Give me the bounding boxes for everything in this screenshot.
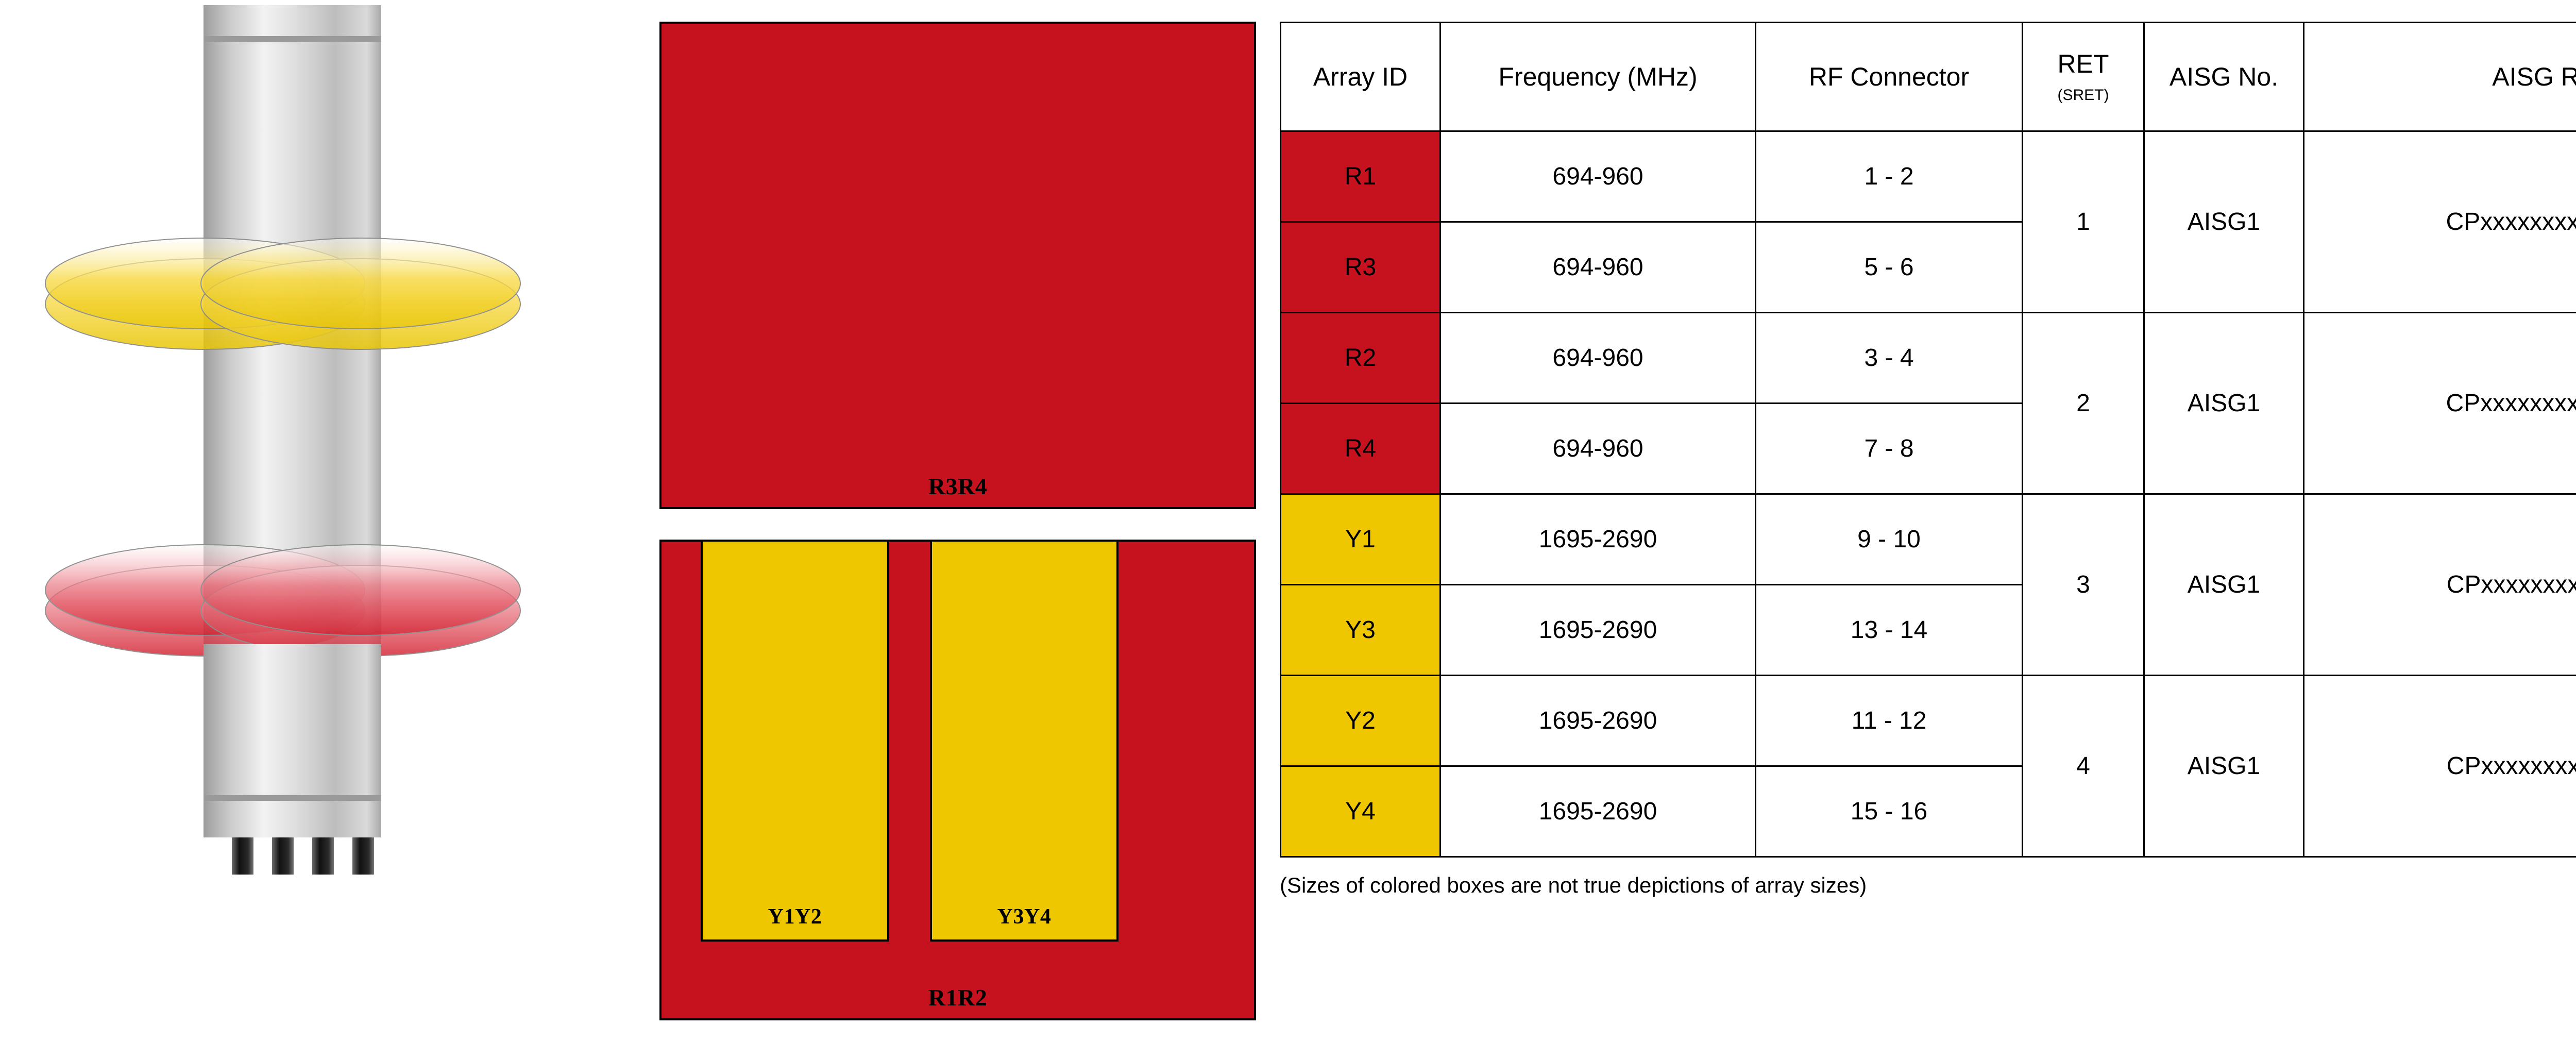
cell-array-id: R4 [1280,402,1441,495]
cell-aisg-ret-uid: CPxxxxxxxxxxxxxxxxR1 [2303,130,2576,313]
array-spec-table-container: Array ID Frequency (MHz) RF Connector RE… [1280,22,2576,858]
cell-frequency: 1695-2690 [1439,493,1756,585]
lower-coverage-lobes [45,544,521,657]
array-box-y1y2-label: Y1Y2 [768,905,822,929]
col-header-aisg-no: AISG No. [2143,22,2304,132]
array-box-y1y2: Y1Y2 [701,540,889,942]
cell-rf-connector: 11 - 12 [1755,675,2023,767]
cell-array-id: R3 [1280,221,1441,313]
cell-aisg-no: AISG1 [2143,130,2304,313]
array-box-y3y4: Y3Y4 [930,540,1118,942]
array-box-r3r4: R3R4 [659,22,1256,509]
cell-aisg-no: AISG1 [2143,675,2304,858]
rf-connector-ports [232,837,374,875]
array-box-r3r4-label: R3R4 [928,473,988,499]
array-box-y3y4-label: Y3Y4 [997,905,1052,929]
cell-rf-connector: 15 - 16 [1755,765,2023,858]
table-row: R1 694-960 1 - 2 1 AISG1 CPxxxxxxxxxxxxx… [1280,130,2576,313]
array-box-r1r2-label: R1R2 [928,984,988,1011]
table-row: Y4 1695-2690 15 - 16 [1280,765,2576,858]
upper-coverage-lobes [45,238,521,350]
cell-array-id: Y1 [1280,493,1441,585]
col-header-array-id: Array ID [1280,22,1441,132]
cell-array-id: Y4 [1280,765,1441,858]
cell-frequency: 694-960 [1439,312,1756,404]
cell-rf-connector: 1 - 2 [1755,130,2023,223]
cell-array-id: R1 [1280,130,1441,223]
cell-frequency: 1695-2690 [1439,584,1756,676]
col-header-frequency: Frequency (MHz) [1439,22,1756,132]
cell-frequency: 694-960 [1439,130,1756,223]
cell-rf-connector: 13 - 14 [1755,584,2023,676]
table-row: R2 694-960 3 - 4 2 AISG1 CPxxxxxxxxxxxxx… [1280,312,2576,495]
table-row: Y2 1695-2690 11 - 12 4 AISG1 CPxxxxxxxxx… [1280,675,2576,858]
col-header-ret-main: RET [2057,49,2109,78]
cell-frequency: 1695-2690 [1439,765,1756,858]
cell-aisg-no: AISG1 [2143,312,2304,495]
cell-array-id: Y3 [1280,584,1441,676]
cell-aisg-ret-uid: CPxxxxxxxxxxxxxxxxY1 [2303,493,2576,676]
cell-array-id: Y2 [1280,675,1441,767]
cell-rf-connector: 7 - 8 [1755,402,2023,495]
table-row: Y1 1695-2690 9 - 10 3 AISG1 CPxxxxxxxxxx… [1280,493,2576,676]
table-row: Y3 1695-2690 13 - 14 [1280,584,2576,676]
cell-aisg-ret-uid: CPxxxxxxxxxxxxxxxxR2 [2303,312,2576,495]
cell-ret: 4 [2022,675,2145,858]
col-header-rf-connector: RF Connector [1755,22,2023,132]
cell-ret: 3 [2022,493,2145,676]
antenna-tower-coverage-illustration [0,0,644,1041]
array-spec-table: Array ID Frequency (MHz) RF Connector RE… [1280,22,2576,858]
table-row: R4 694-960 7 - 8 [1280,402,2576,495]
col-header-ret-sub: (SRET) [2057,86,2109,104]
cell-array-id: R2 [1280,312,1441,404]
cell-rf-connector: 3 - 4 [1755,312,2023,404]
cell-aisg-no: AISG1 [2143,493,2304,676]
table-row: R3 694-960 5 - 6 [1280,221,2576,313]
cell-frequency: 694-960 [1439,221,1756,313]
cell-rf-connector: 5 - 6 [1755,221,2023,313]
table-header-row: Array ID Frequency (MHz) RF Connector RE… [1280,22,2576,132]
cell-frequency: 1695-2690 [1439,675,1756,767]
cell-rf-connector: 9 - 10 [1755,493,2023,585]
cell-ret: 2 [2022,312,2145,495]
table-footnote: (Sizes of colored boxes are not true dep… [1280,873,1867,897]
cell-ret: 1 [2022,130,2145,313]
cell-aisg-ret-uid: CPxxxxxxxxxxxxxxxxY2 [2303,675,2576,858]
cell-frequency: 694-960 [1439,402,1756,495]
col-header-aisg-ret-uid: AISG RET UID [2303,22,2576,132]
col-header-ret: RET (SRET) [2022,22,2145,132]
array-color-diagram: R3R4 R1R2 Y1Y2 Y3Y4 [659,22,1256,1020]
